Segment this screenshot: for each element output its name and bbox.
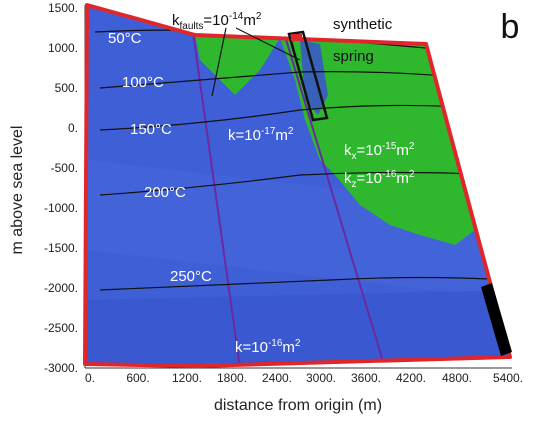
isotherm-200 (99, 171, 501, 196)
model-outline (83, 3, 512, 368)
isotherm-label-150: 150°C (130, 121, 172, 138)
k-bottom-label: k=10-16m2 (235, 338, 301, 356)
x-tick: 600. (126, 371, 149, 385)
y-tick-labels: 1500. 1000. 500. 0. -500. -1000. -1500. … (44, 1, 78, 375)
y-tick: -3000. (44, 361, 78, 375)
y-tick: 500. (55, 81, 78, 95)
k-faults-label: kfaults=10-14m2 (172, 11, 262, 32)
x-tick: 1800. (217, 371, 247, 385)
y-tick: 1000. (48, 41, 78, 55)
lower-blue-band (87, 290, 510, 366)
panel-label: b (501, 8, 520, 46)
fault-right (284, 35, 386, 366)
x-tick: 3600. (351, 371, 381, 385)
isotherm-250 (99, 276, 510, 291)
y-tick: -1500. (44, 241, 78, 255)
fault-leader-right (235, 27, 301, 61)
fault-leader-left (211, 27, 227, 97)
y-tick: -500. (51, 161, 78, 175)
y-tick: 1500. (48, 1, 78, 15)
spring-marker (291, 34, 302, 41)
x-axis-title: distance from origin (m) (214, 397, 382, 414)
x-tick: 4200. (396, 371, 426, 385)
x-tick-labels: 0. 600. 1200. 1800. 2400. 3000. 3600. 42… (85, 371, 523, 385)
y-tick: -1000. (44, 201, 78, 215)
x-tick: 0. (85, 371, 95, 385)
kx-label: kx=10-15m2 (344, 141, 415, 162)
x-tick: 3000. (306, 371, 336, 385)
isotherm-label-50: 50°C (108, 30, 142, 47)
y-tick: -2000. (44, 281, 78, 295)
kz-label: kz=10-16m2 (344, 169, 415, 190)
y-axis-title: m above sea level (9, 126, 26, 255)
light-blue-band (87, 160, 510, 300)
boundary-bar (481, 283, 512, 356)
green-region-upper-left (195, 35, 280, 95)
fault-left (192, 31, 241, 366)
y-tick: -2500. (44, 321, 78, 335)
k-mid-label: k=10-17m2 (228, 126, 294, 144)
x-tick: 5400. (493, 371, 523, 385)
spring-label: spring (333, 48, 374, 65)
isotherm-label-250: 250°C (170, 268, 212, 285)
x-tick: 1200. (172, 371, 202, 385)
green-region-right (280, 38, 475, 245)
isotherm-label-100: 100°C (122, 74, 164, 91)
synthetic-spring-box (287, 30, 329, 122)
y-tick: 0. (68, 121, 78, 135)
x-tick: 4800. (442, 371, 472, 385)
isotherm-label-200: 200°C (144, 184, 186, 201)
x-tick: 2400. (262, 371, 292, 385)
synthetic-label: synthetic (333, 16, 393, 33)
isotherm-150 (99, 104, 481, 131)
